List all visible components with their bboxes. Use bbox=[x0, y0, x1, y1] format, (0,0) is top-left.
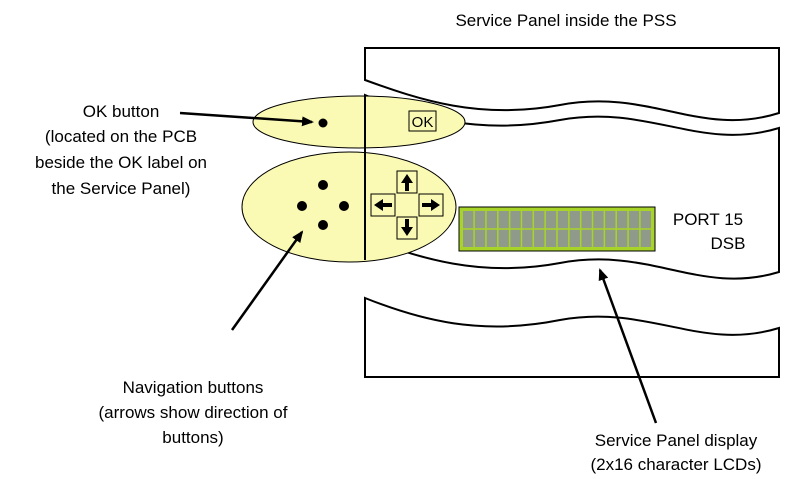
nav-callout-line-3: buttons) bbox=[162, 428, 223, 447]
ok-label-box bbox=[408, 110, 437, 132]
lcd-character-cell bbox=[581, 229, 592, 247]
lcd-character-cell bbox=[616, 211, 628, 229]
lcd-character-cell bbox=[628, 229, 640, 247]
nav-callout-arrow bbox=[230, 230, 304, 331]
arrow-right-icon bbox=[422, 199, 440, 211]
panel-bottom-strip bbox=[364, 296, 780, 378]
panel-top-strip bbox=[364, 47, 780, 122]
lcd-character-cell bbox=[534, 229, 545, 247]
display-text-line-2: DSB bbox=[711, 234, 746, 253]
ok-callout-line-3: beside the OK label on bbox=[35, 153, 207, 172]
lcd-character-cell bbox=[545, 229, 557, 247]
display-text-line-1: PORT 15 bbox=[673, 210, 743, 229]
arrow-up-icon bbox=[401, 174, 413, 191]
lcd-character-cell bbox=[498, 229, 509, 247]
lcd-character-cell bbox=[605, 229, 616, 247]
ok-callout-line-1: OK button bbox=[83, 102, 160, 121]
lcd-character-cell bbox=[522, 229, 533, 247]
display-callout-line-1: Service Panel display bbox=[595, 431, 758, 450]
lcd-character-cell bbox=[616, 229, 628, 247]
lcd-character-cell bbox=[593, 211, 604, 229]
lcd-character-cell bbox=[593, 229, 604, 247]
nav-callout-line-1: Navigation buttons bbox=[123, 378, 264, 397]
lcd-character-cell bbox=[534, 211, 545, 229]
lcd-character-cell bbox=[605, 211, 616, 229]
nav-left-button-dot[interactable] bbox=[297, 201, 307, 211]
ok-callout-arrow bbox=[179, 111, 314, 127]
diagram-title: Service Panel inside the PSS bbox=[455, 11, 676, 30]
lcd-character-cell bbox=[474, 229, 486, 247]
lcd-character-cell bbox=[486, 229, 498, 247]
lcd-character-cell bbox=[545, 211, 557, 229]
display-callout-line-2: (2x16 character LCDs) bbox=[590, 455, 761, 474]
arrow-down-icon bbox=[401, 219, 413, 236]
lcd-character-cell bbox=[640, 229, 651, 247]
nav-callout-line-2: (arrows show direction of bbox=[99, 403, 288, 422]
ok-label: OK bbox=[412, 114, 434, 131]
lcd-character-cell bbox=[486, 211, 498, 229]
lcd-character-cell bbox=[510, 211, 521, 229]
lcd-character-cell bbox=[463, 229, 474, 247]
lcd-character-cell bbox=[569, 211, 580, 229]
ok-button-dot[interactable] bbox=[318, 118, 328, 128]
lcd-character-cell bbox=[522, 211, 533, 229]
nav-up-button-dot[interactable] bbox=[318, 180, 328, 190]
lcd-character-cell bbox=[557, 211, 569, 229]
lcd-character-cell bbox=[474, 211, 486, 229]
lcd-character-cell bbox=[498, 211, 509, 229]
lcd-character-cell bbox=[569, 229, 580, 247]
arrow-left-icon bbox=[374, 199, 392, 211]
lcd-character-cell bbox=[463, 211, 474, 229]
lcd-character-cell bbox=[628, 211, 640, 229]
lcd-character-cell bbox=[581, 211, 592, 229]
lcd-character-cell bbox=[640, 211, 651, 229]
lcd-display bbox=[458, 206, 656, 252]
display-callout-arrow bbox=[598, 268, 658, 424]
nav-right-button-dot[interactable] bbox=[339, 201, 349, 211]
ok-callout-line-2: (located on the PCB bbox=[45, 127, 197, 146]
nav-down-button-dot[interactable] bbox=[318, 220, 328, 230]
ok-callout-line-4: the Service Panel) bbox=[52, 179, 191, 198]
lcd-character-cell bbox=[557, 229, 569, 247]
lcd-character-cell bbox=[510, 229, 521, 247]
ok-region-ellipse bbox=[252, 95, 466, 149]
